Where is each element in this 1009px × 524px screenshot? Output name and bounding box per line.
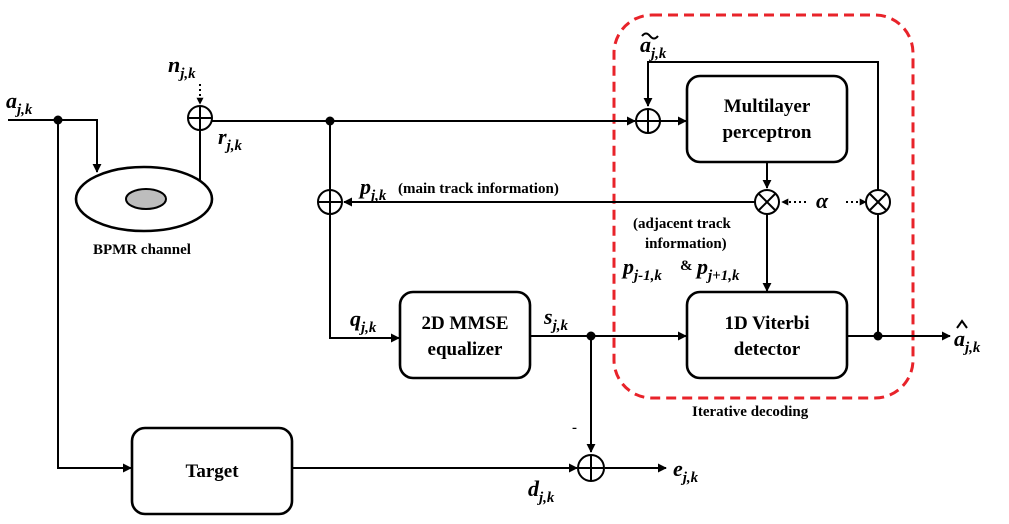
target-block: Target	[130, 426, 294, 516]
svg-text:perceptron: perceptron	[722, 122, 811, 143]
wire-to-channel	[58, 119, 102, 173]
signal-a-hat: aj,k	[954, 319, 981, 356]
adjacent-note-line1: (adjacent track	[633, 216, 732, 232]
signal-s: sj,k	[543, 304, 568, 334]
junction-input	[53, 115, 63, 125]
signal-r: rj,k	[218, 124, 242, 154]
signal-e: ej,k	[673, 456, 699, 486]
multiplier-left	[754, 189, 780, 215]
main-track-adder	[317, 189, 343, 215]
iterative-decoding-label: Iterative decoding	[692, 404, 809, 420]
signal-p-prev: pj-1,k	[621, 254, 662, 284]
signal-alpha: α	[816, 188, 829, 213]
bpmr-channel-disk	[74, 165, 214, 233]
wire-feedback-top	[643, 61, 879, 190]
svg-text:equalizer: equalizer	[428, 339, 503, 360]
junction-r	[325, 116, 335, 126]
signal-p-next: pj+1,k	[695, 254, 740, 284]
viterbi-block: 1D Viterbi detector	[685, 290, 849, 380]
mlp-block: Multilayer perceptron	[685, 74, 849, 164]
signal-noise: nj,k	[168, 52, 196, 82]
signal-a-input: aj,k	[6, 88, 33, 118]
junction-s	[586, 331, 596, 341]
error-adder	[577, 454, 605, 482]
ampersand: &	[680, 258, 693, 274]
svg-text:2D MMSE: 2D MMSE	[421, 313, 508, 334]
iterative-decoding-region	[612, 13, 915, 400]
disk-center	[125, 188, 167, 210]
svg-text:detector: detector	[734, 339, 801, 360]
junction-out	[873, 331, 883, 341]
equalizer-block: 2D MMSE equalizer	[398, 290, 532, 380]
adjacent-note-line2: information)	[645, 236, 727, 252]
main-track-note: (main track information)	[398, 181, 559, 197]
svg-text:Multilayer: Multilayer	[724, 96, 811, 117]
svg-text:aj,k: aj,k	[640, 32, 667, 62]
feedback-adder	[635, 108, 661, 134]
signal-a-tilde: aj,k	[640, 32, 667, 62]
signal-q: qj,k	[350, 306, 377, 336]
wire-q	[329, 214, 400, 343]
signal-p-main: pj,k	[358, 174, 387, 204]
signal-d: dj,k	[528, 476, 555, 506]
svg-text:aj,k: aj,k	[954, 326, 981, 356]
noise-adder	[187, 105, 213, 131]
wire-to-target	[57, 120, 132, 473]
minus-sign: -	[572, 420, 577, 436]
svg-text:Target: Target	[185, 461, 239, 482]
svg-text:1D Viterbi: 1D Viterbi	[725, 313, 810, 334]
multiplier-right	[865, 189, 891, 215]
bpmr-channel-label: BPMR channel	[93, 242, 191, 258]
